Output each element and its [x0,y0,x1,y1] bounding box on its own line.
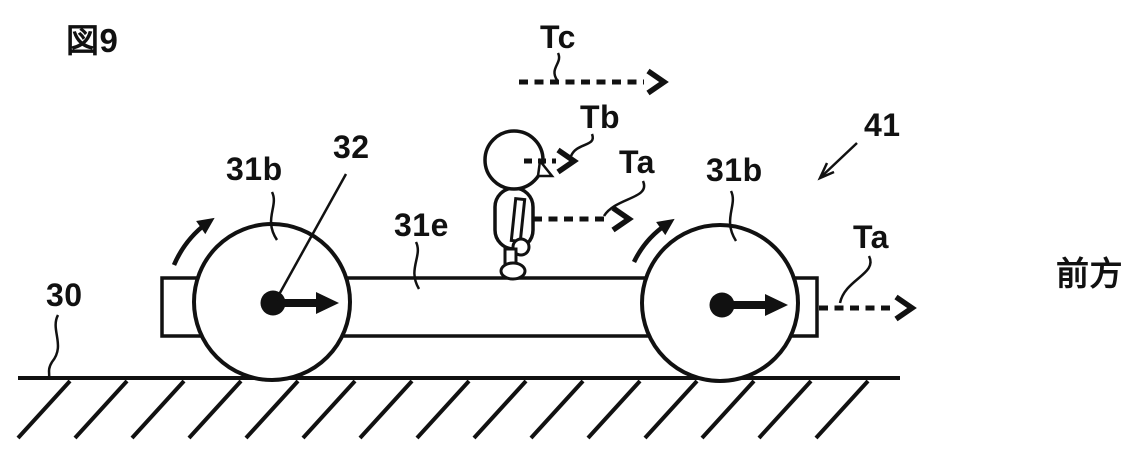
left-wheel-rotation-arrow-icon [171,217,215,266]
wheel-right-leader [728,190,738,242]
ground-hatching [16,379,870,440]
ta-axle-leader [838,255,872,304]
forward-direction-label: 前方 [1056,255,1123,292]
tc-dashed-arrow-icon [519,68,669,96]
ref-31e-label: 31e [394,207,449,243]
vehicle-arrowhead-icon [817,162,835,181]
ref-30-label: 30 [46,277,83,313]
tb-label: Tb [580,99,621,135]
wheel-left-leader [269,191,279,241]
right-axle-center [709,292,788,318]
ta-axle-label: Ta [853,219,889,255]
tb-leader [569,133,595,157]
ta-body-leader [602,180,646,217]
ref-32-label: 32 [333,129,370,165]
figure-number-label: 図9 [66,22,119,59]
tc-leader [553,52,561,81]
tc-label: Tc [540,19,576,55]
leader-lines [47,52,872,378]
right-axle-arrow-icon [765,294,788,316]
ta-body-dashed-arrow-icon [533,205,634,233]
frame-leader [413,241,421,290]
right-wheel-rotation-arrow-icon [631,218,675,264]
tb-dashed-arrow-icon [524,147,579,175]
ground-leader [47,314,60,378]
rider-head [483,129,545,191]
ta-body-label: Ta [619,144,655,180]
rider-nose [536,157,555,178]
axle-center-leader [274,173,348,301]
rider-foot [499,261,527,281]
ref-41-label: 41 [864,107,901,143]
ta-axle-dashed-arrow-icon [819,294,917,322]
ref-31b-left-label: 31b [226,151,283,187]
rider-figure [483,129,555,281]
ref-31b-right-label: 31b [706,152,763,188]
vehicle-arrow-line [820,142,858,178]
left-axle-center [260,290,339,316]
left-axle-arrow-icon [316,292,339,314]
